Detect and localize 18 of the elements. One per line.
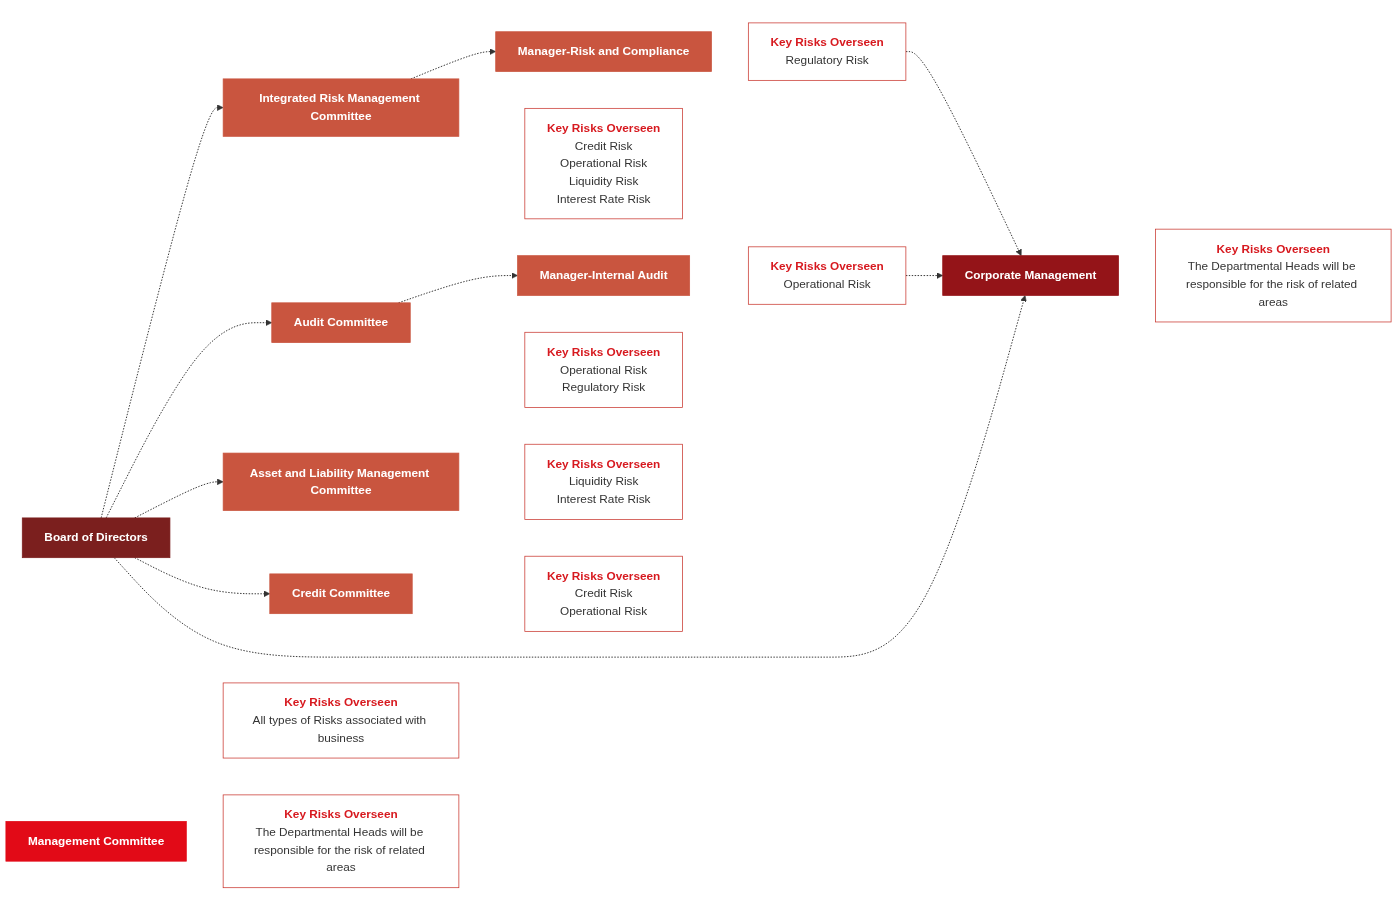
node-box: Corporate Management [942,255,1119,296]
node-box: Key Risks Overseen The Departmental Heads will be responsible for the risk of related areas [222,794,460,889]
node-box: Key Risks Overseen Operational Risk Regulatory Risk [524,332,683,408]
node-box: Integrated Risk Management Committee [222,78,460,137]
node-box: Key Risks Overseen Operational Risk [747,246,907,305]
node-box: Management Committee [5,821,187,862]
node-box: Key Risks Overseen All types of Risks associated with business [222,682,460,759]
node-box: Board of Directors [21,517,171,559]
node-box: Credit Committee [269,573,413,615]
node-box: Key Risks Overseen Credit Risk Operational Risk Liquidity Risk Interest Rate Risk [524,108,683,220]
node-box: Key Risks Overseen Liquidity Risk Interest Rate Risk [524,444,683,520]
node-box: Key Risks Overseen The Departmental Heads will be responsible for the risk of related areas [1155,229,1392,323]
node-box: Key Risks Overseen Regulatory Risk [747,22,907,81]
node-box: Manager-Risk and Compliance [495,31,712,73]
node-box: Key Risks Overseen Credit Risk Operational Risk [524,556,683,632]
node-box: Manager-Internal Audit [517,255,691,296]
node-box: Asset and Liability Management Committee [222,452,460,512]
node-box: Audit Committee [271,302,411,344]
